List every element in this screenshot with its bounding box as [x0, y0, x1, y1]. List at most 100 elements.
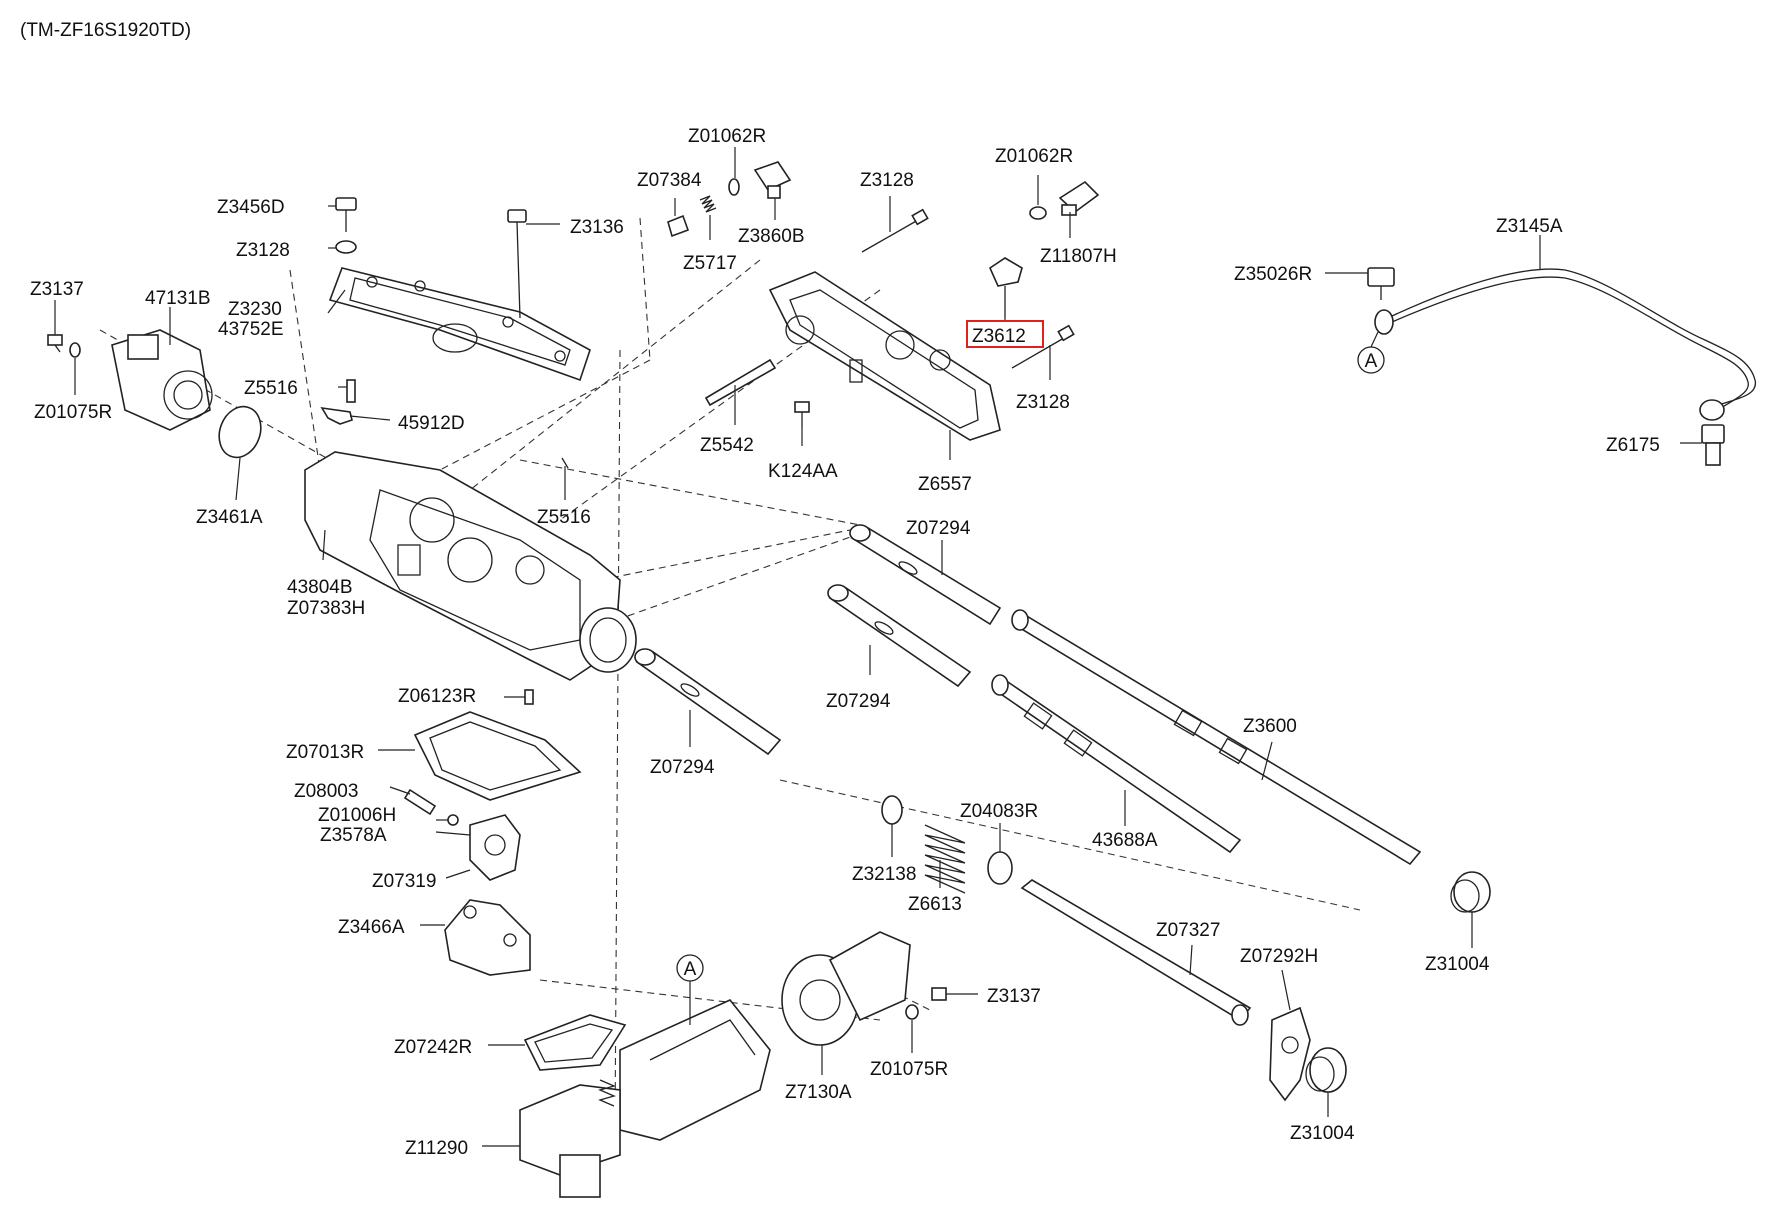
label-z01075r-left[interactable]: Z01075R	[34, 402, 112, 423]
label-z01006h[interactable]: Z01006H	[318, 805, 396, 826]
label-z11807h[interactable]: Z11807H	[1040, 246, 1117, 267]
screw-k124aa[interactable]	[794, 401, 810, 428]
label-z6557[interactable]: Z6557	[918, 474, 972, 495]
cylinder-z7130a[interactable]	[781, 931, 911, 1046]
bracket-z3466a[interactable]	[444, 899, 531, 976]
label-z5542[interactable]: Z5542	[700, 435, 754, 456]
label-z6175[interactable]: Z6175	[1606, 435, 1660, 456]
label-z3456d[interactable]: Z3456D	[217, 197, 285, 218]
label-z08003[interactable]: Z08003	[294, 781, 358, 802]
valve-z3860b[interactable]	[753, 161, 792, 199]
label-z3128-right[interactable]: Z3128	[1016, 392, 1070, 413]
seal-ring-z01062r-b[interactable]	[1029, 206, 1047, 220]
label-z07292h[interactable]: Z07292H	[1240, 946, 1318, 967]
shift-rod-z07294-middle[interactable]	[827, 584, 972, 688]
cover-plate-z3230[interactable]	[328, 267, 591, 382]
bolt-z6175[interactable]	[1701, 424, 1725, 466]
valve-z11807h[interactable]	[1058, 180, 1100, 216]
label-z01075r-bottom[interactable]: Z01075R	[870, 1059, 948, 1080]
label-z3461a[interactable]: Z3461A	[196, 507, 263, 528]
label-z04083r[interactable]: Z04083R	[960, 801, 1038, 822]
solenoid-valve-47131b[interactable]	[111, 329, 213, 431]
label-z07294-lower[interactable]: Z07294	[650, 757, 715, 778]
label-z31004-lower[interactable]: Z31004	[1290, 1123, 1355, 1144]
actuator-z11290[interactable]	[519, 999, 771, 1198]
clip-45912d[interactable]	[320, 406, 353, 425]
snap-ring-z32138[interactable]	[881, 795, 903, 825]
label-z3145a[interactable]: Z3145A	[1496, 216, 1563, 237]
washer-z3128-left[interactable]	[335, 240, 357, 254]
label-47131b[interactable]: 47131B	[145, 288, 211, 309]
shift-rod-z07294-upper[interactable]	[849, 524, 1002, 626]
pin-z5516-lower[interactable]	[561, 457, 569, 469]
label-z07319[interactable]: Z07319	[372, 871, 436, 892]
gasket-z07242r[interactable]	[523, 1014, 627, 1071]
bolt-z3128-right[interactable]	[1011, 324, 1075, 369]
label-z7130a[interactable]: Z7130A	[785, 1082, 852, 1103]
label-z5717[interactable]: Z5717	[683, 253, 737, 274]
pin-z5516-upper[interactable]	[346, 379, 356, 403]
label-z5516-upper[interactable]: Z5516	[244, 378, 298, 399]
long-bolt-z3136[interactable]	[507, 209, 527, 319]
fitting-z3612[interactable]	[988, 257, 1023, 318]
label-z3860b[interactable]: Z3860B	[738, 226, 805, 247]
screw-z3137-left[interactable]	[47, 334, 63, 353]
label-z3128-mid[interactable]: Z3128	[860, 170, 914, 191]
bolt-z3128-mid[interactable]	[861, 208, 929, 253]
plug-z31004-lower[interactable]	[1305, 1047, 1347, 1093]
pin-z06123r[interactable]	[524, 689, 534, 705]
label-z06123r[interactable]: Z06123R	[398, 686, 476, 707]
lever-z07292h[interactable]	[1269, 1006, 1311, 1102]
label-z01062r-a[interactable]: Z01062R	[688, 126, 766, 147]
pipe-z3145a[interactable]	[1374, 268, 1756, 421]
oring-z01006h[interactable]	[447, 814, 459, 826]
label-z3136[interactable]: Z3136	[570, 217, 624, 238]
spring-z5717[interactable]	[699, 195, 717, 213]
housing-43804b[interactable]	[304, 451, 637, 681]
label-43804b[interactable]: 43804B	[287, 577, 353, 598]
label-z3137-left[interactable]: Z3137	[30, 279, 84, 300]
label-z3612[interactable]: Z3612	[972, 326, 1026, 347]
plug-z31004-upper[interactable]	[1450, 871, 1491, 913]
label-z07383h[interactable]: Z07383H	[287, 598, 365, 619]
label-z6613[interactable]: Z6613	[908, 894, 962, 915]
oring-z3461a[interactable]	[212, 401, 267, 464]
washer-z01075r-left[interactable]	[69, 342, 81, 358]
label-z31004-upper[interactable]: Z31004	[1425, 954, 1490, 975]
label-z5516-lower[interactable]: Z5516	[537, 507, 591, 528]
label-z35026r[interactable]: Z35026R	[1234, 264, 1312, 285]
bolt-z3456d[interactable]	[335, 197, 357, 232]
label-z3466a[interactable]: Z3466A	[338, 917, 405, 938]
pin-z5542[interactable]	[704, 358, 777, 407]
label-z11290[interactable]: Z11290	[405, 1138, 468, 1159]
label-z3578a[interactable]: Z3578A	[320, 825, 387, 846]
bolt-z35026r[interactable]	[1367, 267, 1395, 300]
gasket-z07013r[interactable]	[413, 711, 582, 801]
cam-z3578a[interactable]	[469, 814, 521, 881]
label-z3137-bottom[interactable]: Z3137	[987, 986, 1041, 1007]
screw-z3137-bottom[interactable]	[931, 987, 947, 1001]
label-z07242r[interactable]: Z07242R	[394, 1037, 472, 1058]
label-z07327[interactable]: Z07327	[1156, 920, 1220, 941]
shift-rod-z07294-lower[interactable]	[634, 648, 782, 756]
label-z07013r[interactable]: Z07013R	[286, 742, 364, 763]
shaft-z3600[interactable]	[1011, 609, 1422, 866]
spring-z6613[interactable]	[924, 824, 966, 894]
plug-z07384[interactable]	[667, 214, 690, 238]
shaft-z07327[interactable]	[1020, 879, 1252, 1026]
label-43752e[interactable]: 43752E	[218, 319, 284, 340]
shaft-43688a[interactable]	[991, 674, 1242, 854]
label-z32138[interactable]: Z32138	[852, 864, 916, 885]
label-z07294-middle[interactable]: Z07294	[826, 691, 891, 712]
label-z3230[interactable]: Z3230	[228, 299, 282, 320]
pin-z08003[interactable]	[403, 788, 437, 816]
label-43688a[interactable]: 43688A	[1092, 830, 1158, 851]
label-z07384[interactable]: Z07384	[637, 170, 702, 191]
seal-ring-z01062r-a[interactable]	[728, 178, 740, 196]
label-z01062r-b[interactable]: Z01062R	[995, 146, 1073, 167]
label-z07294-upper[interactable]: Z07294	[906, 518, 971, 539]
label-k124aa[interactable]: K124AA	[768, 461, 838, 482]
valve-block-z6557[interactable]	[768, 271, 1001, 441]
washer-z04083r[interactable]	[987, 851, 1013, 885]
label-45912d[interactable]: 45912D	[398, 413, 465, 434]
